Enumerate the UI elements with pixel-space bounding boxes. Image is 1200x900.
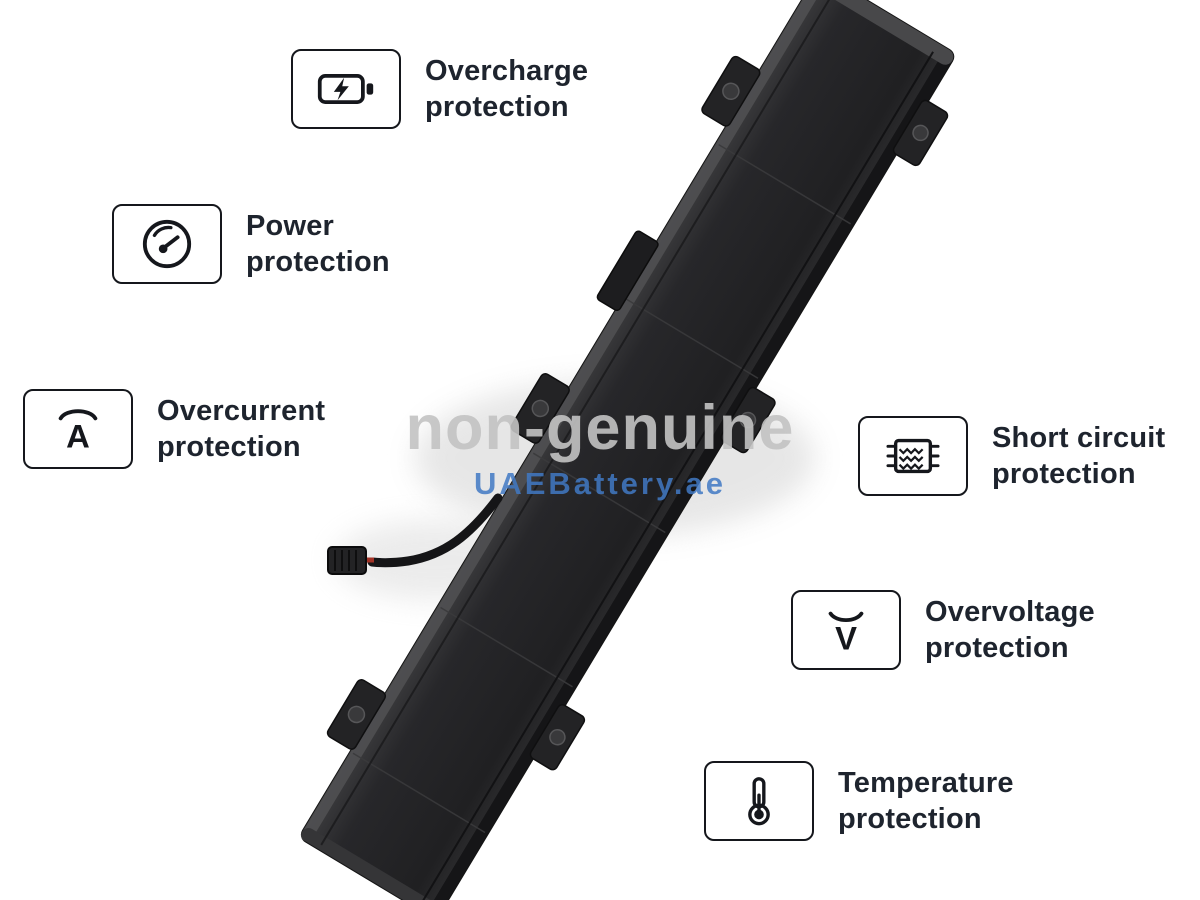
- feature-overcharge: Overcharge protection: [291, 49, 588, 129]
- screws-left: [347, 82, 740, 724]
- feature-overcurrent: A Overcurrent protection: [23, 389, 325, 469]
- ampere-icon: A: [58, 409, 98, 454]
- voltage-icon: V: [828, 611, 864, 656]
- power-icon-box: [112, 204, 222, 284]
- screws-right: [549, 124, 929, 746]
- feature-label: Short circuit protection: [992, 422, 1166, 490]
- overcharge-icon-box: [291, 49, 401, 129]
- overcurrent-icon-box: A: [23, 389, 133, 469]
- gauge-icon: [142, 219, 192, 269]
- svg-text:A: A: [66, 417, 90, 454]
- chip-icon: [886, 438, 940, 474]
- feature-label: Temperature protection: [838, 767, 1014, 835]
- svg-text:V: V: [835, 619, 857, 656]
- feature-overvoltage: V Overvoltage protection: [791, 590, 1095, 670]
- short-circuit-icon-box: [858, 416, 968, 496]
- temperature-icon-box: [704, 761, 814, 841]
- thermometer-icon: [748, 777, 770, 826]
- feature-label: Power protection: [246, 210, 390, 278]
- feature-power: Power protection: [112, 204, 390, 284]
- feature-label: Overcurrent protection: [157, 395, 326, 463]
- feature-label: Overcharge protection: [425, 55, 589, 123]
- battery-bolt-icon: [317, 74, 374, 104]
- feature-label: Overvoltage protection: [925, 596, 1095, 664]
- overvoltage-icon-box: V: [791, 590, 901, 670]
- cable-connector: [327, 546, 367, 575]
- battery-body: [300, 0, 955, 900]
- battery-cable: [327, 493, 503, 575]
- battery-connector-block: [596, 230, 659, 312]
- feature-temperature: Temperature protection: [704, 761, 1014, 841]
- feature-short-circuit: Short circuit protection: [858, 416, 1165, 496]
